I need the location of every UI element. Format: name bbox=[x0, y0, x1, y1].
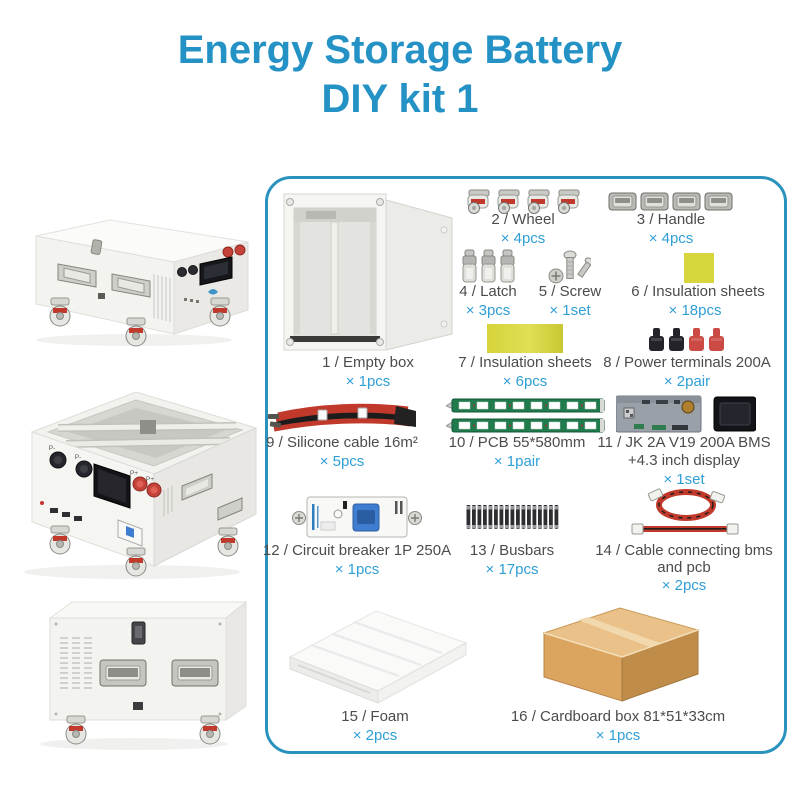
item-label: 2 / Wheel bbox=[491, 211, 555, 228]
item-qty: × 2pcs bbox=[352, 727, 398, 744]
item-label: 12 / Circuit breaker 1P 250A bbox=[262, 542, 452, 559]
busbars-image bbox=[466, 505, 559, 529]
wheel-icon bbox=[497, 189, 520, 214]
handle-icon bbox=[640, 192, 669, 211]
battery-box-front-illustration bbox=[40, 600, 248, 750]
port-label: P- bbox=[75, 454, 82, 461]
item-qty: × 2pair bbox=[663, 373, 711, 390]
item-qty: × 5pcs bbox=[319, 453, 365, 470]
item-qty: × 6pcs bbox=[502, 373, 548, 390]
handle-icons bbox=[608, 192, 733, 211]
item-qty: × 1set bbox=[549, 302, 591, 319]
insulation-sheet-image bbox=[487, 324, 563, 353]
product-title-line2: DIY kit 1 bbox=[321, 76, 479, 121]
handle-icon bbox=[704, 192, 733, 211]
latch-icon bbox=[481, 249, 496, 283]
bms-cable-image bbox=[631, 488, 739, 535]
battery-box-open-top-illustration: P- P- P+ P+ bbox=[24, 391, 258, 579]
item-qty: × 1pcs bbox=[345, 373, 391, 390]
item-label: 1 / Empty box bbox=[322, 354, 414, 371]
item-qty: × 4pcs bbox=[500, 230, 546, 247]
port-label: P+ bbox=[146, 476, 154, 483]
item-label: 14 / Cable connecting bms bbox=[595, 542, 773, 559]
item-label: 16 / Cardboard box 81*51*33cm bbox=[510, 708, 726, 725]
item-label: 9 / Silicone cable 16m² bbox=[266, 434, 418, 451]
item-qty: × 4pcs bbox=[648, 230, 694, 247]
item-label-line2: +4.3 inch display bbox=[627, 452, 741, 469]
bms-image bbox=[616, 395, 756, 433]
port-label: P+ bbox=[130, 470, 138, 477]
photo-battery-box-open-top: P- P- P+ P+ bbox=[2, 362, 258, 582]
product-title-line1: Energy Storage Battery bbox=[177, 28, 623, 72]
item-label-line2: and pcb bbox=[657, 559, 711, 576]
latch-icon bbox=[500, 249, 515, 283]
item-qty: × 1pair bbox=[493, 453, 541, 470]
item-label: 4 / Latch bbox=[459, 283, 517, 300]
pcb-image bbox=[446, 398, 605, 433]
item-qty: × 1set bbox=[663, 471, 705, 488]
item-label: 15 / Foam bbox=[341, 708, 409, 725]
item-label: 7 / Insulation sheets bbox=[458, 354, 592, 371]
wheel-icon bbox=[467, 189, 490, 214]
circuit-breaker-image bbox=[292, 496, 422, 538]
power-terminals-image bbox=[649, 328, 724, 351]
cardboard-box-image bbox=[542, 607, 700, 702]
item-qty: × 1pcs bbox=[595, 727, 641, 744]
photo-battery-box-angled bbox=[10, 188, 256, 352]
item-qty: × 1pcs bbox=[334, 561, 380, 578]
latch-icon bbox=[462, 249, 477, 283]
product-title: Energy Storage Battery DIY kit 1 bbox=[0, 26, 800, 124]
item-label: 13 / Busbars bbox=[469, 542, 555, 559]
handle-icon bbox=[608, 192, 637, 211]
wheel-icons bbox=[463, 188, 581, 214]
empty-box-image bbox=[283, 193, 453, 351]
item-label: 11 / JK 2A V19 200A BMS bbox=[597, 434, 771, 451]
insulation-sheet-image bbox=[684, 253, 714, 283]
item-qty: × 2pcs bbox=[661, 577, 707, 594]
item-label: 10 / PCB 55*580mm bbox=[448, 434, 586, 451]
handle-icon bbox=[672, 192, 701, 211]
photo-battery-box-front bbox=[12, 586, 256, 752]
wheel-icon bbox=[557, 189, 580, 214]
item-label: 6 / Insulation sheets bbox=[631, 283, 765, 300]
item-qty: × 18pcs bbox=[668, 302, 722, 319]
silicone-cable-image bbox=[268, 403, 416, 432]
item-qty: × 3pcs bbox=[465, 302, 511, 319]
latch-icons bbox=[461, 249, 516, 284]
screw-icon bbox=[548, 250, 591, 284]
item-label: 8 / Power terminals 200A bbox=[603, 354, 771, 371]
item-label: 5 / Screw bbox=[538, 283, 602, 300]
port-label: P- bbox=[49, 445, 56, 452]
item-qty: × 17pcs bbox=[485, 561, 539, 578]
foam-image bbox=[288, 610, 468, 704]
battery-box-angled-illustration bbox=[35, 219, 249, 347]
wheel-icon bbox=[527, 189, 550, 214]
item-label: 3 / Handle bbox=[636, 211, 706, 228]
